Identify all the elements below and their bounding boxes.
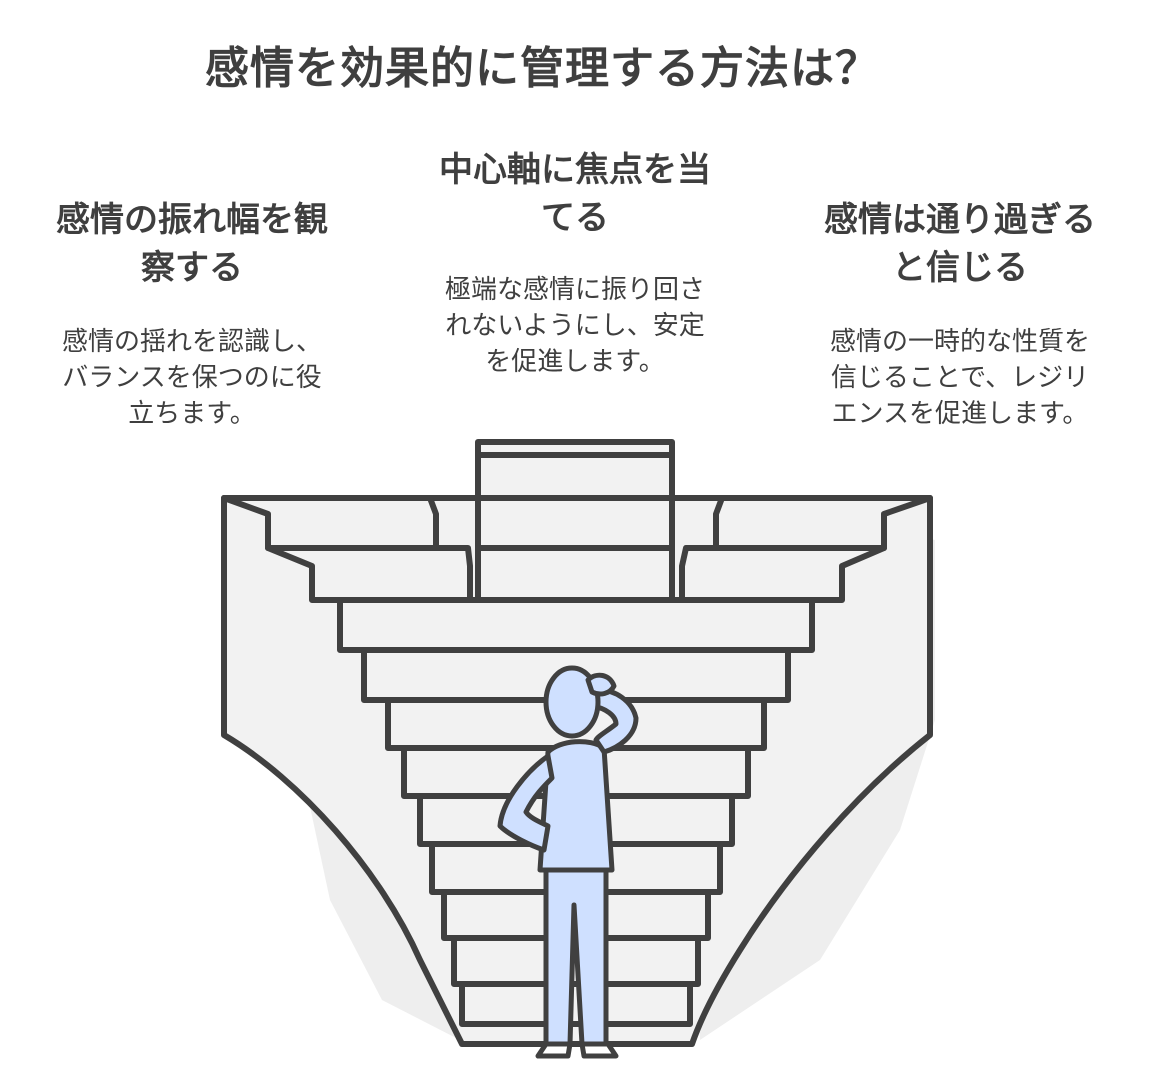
option-trust-passing: 感情は通り過ぎる と信じる 感情の一時的な性質を 信じることで、レジリ エンスを… — [790, 196, 1130, 432]
step — [459, 981, 693, 1027]
step — [337, 597, 815, 653]
right-steps — [679, 495, 933, 603]
left-steps — [221, 495, 473, 603]
option-heading: 中心軸に焦点を当 てる — [439, 150, 711, 238]
option-description: 感情の揺れを認識し、 バランスを保つのに役 立ちます。 — [61, 327, 322, 429]
page-title: 感情を効果的に管理する方法は？ — [205, 43, 880, 94]
thinking-person-icon — [497, 665, 639, 1059]
option-description: 極端な感情に振り回さ れないようにし、安定 を促進します。 — [444, 275, 705, 377]
option-heading: 感情の振れ幅を観 察する — [56, 200, 328, 288]
option-description: 感情の一時的な性質を 信じることで、レジリ エンスを促進します。 — [829, 327, 1090, 429]
option-heading: 感情は通り過ぎる と信じる — [824, 200, 1096, 288]
center-tower — [475, 439, 675, 603]
option-focus-center: 中心軸に焦点を当 てる 極端な感情に振り回さ れないようにし、安定 を促進します… — [410, 146, 740, 380]
option-observe-swings: 感情の振れ幅を観 察する 感情の揺れを認識し、 バランスを保つのに役 立ちます。 — [22, 196, 362, 432]
